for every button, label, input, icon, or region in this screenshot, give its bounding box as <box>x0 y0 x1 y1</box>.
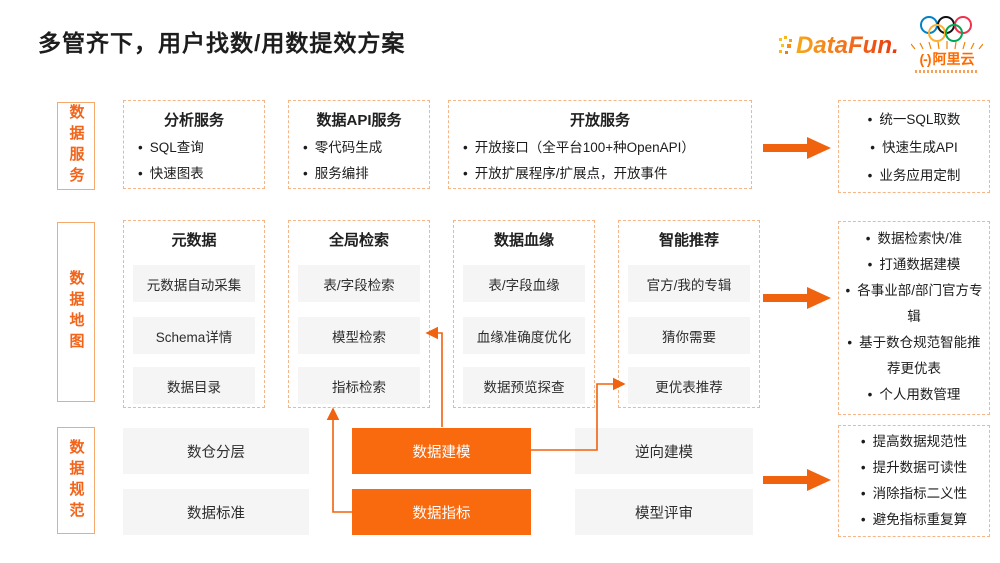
outcome-box-data-map: 数据检索快/准 打通数据建模 各事业部/部门官方专辑 基于数仓规范智能推荐更优表… <box>838 221 990 415</box>
bullet-item: SQL查询 <box>124 135 264 161</box>
feature-chip-metric-search: 指标检索 <box>298 367 420 404</box>
card-header: 智能推荐 <box>658 232 719 249</box>
outcome-item: 避免指标重复算 <box>839 507 989 533</box>
arrow-right-icon <box>763 469 831 491</box>
outcome-box-data-standard: 提高数据规范性 提升数据可读性 消除指标二义性 避免指标重复算 <box>838 425 990 537</box>
arrow-right-icon <box>763 287 831 309</box>
outcome-item: 数据检索快/准 <box>839 226 989 252</box>
feature-chip: 表/字段血缘 <box>463 265 585 302</box>
outcome-item: 提高数据规范性 <box>839 429 989 455</box>
card-data-lineage: 数据血缘 表/字段血缘 血缘准确度优化 数据预览探查 <box>453 220 595 408</box>
feature-chip: 元数据自动采集 <box>133 265 255 302</box>
aliyun-tagline <box>915 70 979 73</box>
row-label-data-standard: 数据规范 <box>57 427 95 534</box>
card-smart-recommend: 智能推荐 官方/我的专辑 猜你需要 更优表推荐 <box>618 220 760 408</box>
olympic-rings-icon <box>914 16 980 42</box>
feature-chip: 数据预览探查 <box>463 367 585 404</box>
chip-warehouse-layering: 数仓分层 <box>123 428 309 474</box>
bullet-item: 开放接口（全平台100+种OpenAPI） <box>449 135 751 161</box>
card-header: 分析服务 <box>163 112 224 129</box>
outcome-item: 个人用数管理 <box>839 382 989 408</box>
card-header: 全局检索 <box>328 232 389 249</box>
chip-model-review: 模型评审 <box>575 489 753 535</box>
card-header: 元数据 <box>171 232 217 249</box>
bullet-item: 快速图表 <box>124 161 264 187</box>
chip-reverse-modeling: 逆向建模 <box>575 428 753 474</box>
card-analysis-service: 分析服务 SQL查询 快速图表 <box>123 100 265 189</box>
aliyun-name: 阿里云 <box>932 51 975 67</box>
outcome-item: 提升数据可读性 <box>839 455 989 481</box>
chip-data-metric: 数据指标 <box>352 489 531 535</box>
bullet-item: 服务编排 <box>289 161 429 187</box>
outcome-item: 统一SQL取数 <box>839 106 989 134</box>
page-title: 多管齐下，用户找数/用数提效方案 <box>38 30 406 56</box>
datafun-wordmark: DataFun. <box>796 32 899 59</box>
feature-chip: 猜你需要 <box>628 317 750 354</box>
feature-chip-model-search: 模型检索 <box>298 317 420 354</box>
chip-data-modeling: 数据建模 <box>352 428 531 474</box>
outcome-item: 基于数仓规范智能推荐更优表 <box>839 330 989 382</box>
aliyun-wordmark: (-)阿里云 <box>903 51 991 67</box>
outcome-item: 业务应用定制 <box>839 162 989 190</box>
feature-chip: 官方/我的专辑 <box>628 265 750 302</box>
row-label-data-service: 数据服务 <box>57 102 95 190</box>
feature-chip: 数据目录 <box>133 367 255 404</box>
outcome-item: 消除指标二义性 <box>839 481 989 507</box>
card-header: 数据API服务 <box>316 112 402 129</box>
feature-chip: Schema详情 <box>133 317 255 354</box>
datafun-logo: DataFun. <box>778 32 899 60</box>
card-global-search: 全局检索 表/字段检索 模型检索 指标检索 <box>288 220 430 408</box>
outcome-item: 各事业部/部门官方专辑 <box>839 278 989 330</box>
connector-metric-to-metric-search <box>326 407 353 513</box>
outcome-item: 打通数据建模 <box>839 252 989 278</box>
outcome-item: 快速生成API <box>839 134 989 162</box>
card-header: 开放服务 <box>569 112 630 129</box>
datafun-pixels-icon <box>779 36 792 54</box>
rays-icon <box>911 41 983 50</box>
feature-chip: 血缘准确度优化 <box>463 317 585 354</box>
feature-chip-better-table: 更优表推荐 <box>628 367 750 404</box>
card-metadata: 元数据 元数据自动采集 Schema详情 数据目录 <box>123 220 265 408</box>
card-data-api-service: 数据API服务 零代码生成 服务编排 <box>288 100 430 189</box>
chip-data-standard: 数据标准 <box>123 489 309 535</box>
feature-chip: 表/字段检索 <box>298 265 420 302</box>
bullet-item: 开放扩展程序/扩展点，开放事件 <box>449 161 751 187</box>
outcome-box-data-service: 统一SQL取数 快速生成API 业务应用定制 <box>838 100 990 193</box>
aliyun-bracket-icon: (-) <box>919 51 932 67</box>
card-open-service: 开放服务 开放接口（全平台100+种OpenAPI） 开放扩展程序/扩展点，开放… <box>448 100 752 189</box>
aliyun-logo: (-)阿里云 <box>903 16 991 73</box>
row-label-data-map: 数据地图 <box>57 222 95 402</box>
card-header: 数据血缘 <box>493 232 554 249</box>
bullet-item: 零代码生成 <box>289 135 429 161</box>
arrow-right-icon <box>763 137 831 159</box>
